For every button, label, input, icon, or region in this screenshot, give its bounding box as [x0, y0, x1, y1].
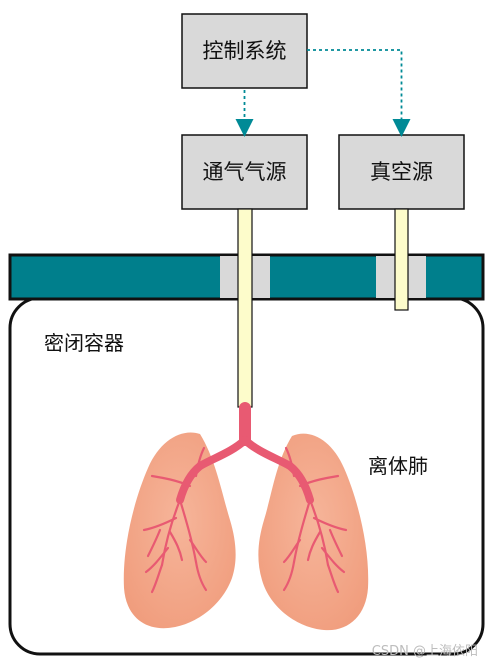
lung-icon [123, 402, 369, 631]
watermark: CSDN @上海依阳 [372, 644, 478, 659]
left-bronchioles [142, 446, 208, 594]
gas-source-box: 通气气源 [181, 134, 308, 210]
right-lung-lobe [258, 433, 369, 631]
right-bronchus [241, 436, 314, 504]
gas-tube [237, 208, 253, 408]
container-label: 密闭容器 [44, 331, 124, 355]
vacuum-source-box: 真空源 [338, 134, 465, 210]
arrow-control-to-vacuum [307, 49, 411, 137]
vacuum-tube [394, 208, 409, 311]
gas-source-label: 通气气源 [203, 160, 287, 184]
vacuum-source-label: 真空源 [370, 160, 433, 184]
lung-label: 离体肺 [368, 454, 428, 478]
right-bronchioles [282, 446, 348, 594]
control-system-box: 控制系统 [181, 13, 308, 89]
left-bronchus [176, 436, 249, 504]
control-system-label: 控制系统 [203, 39, 287, 63]
left-lung-lobe [123, 432, 236, 629]
